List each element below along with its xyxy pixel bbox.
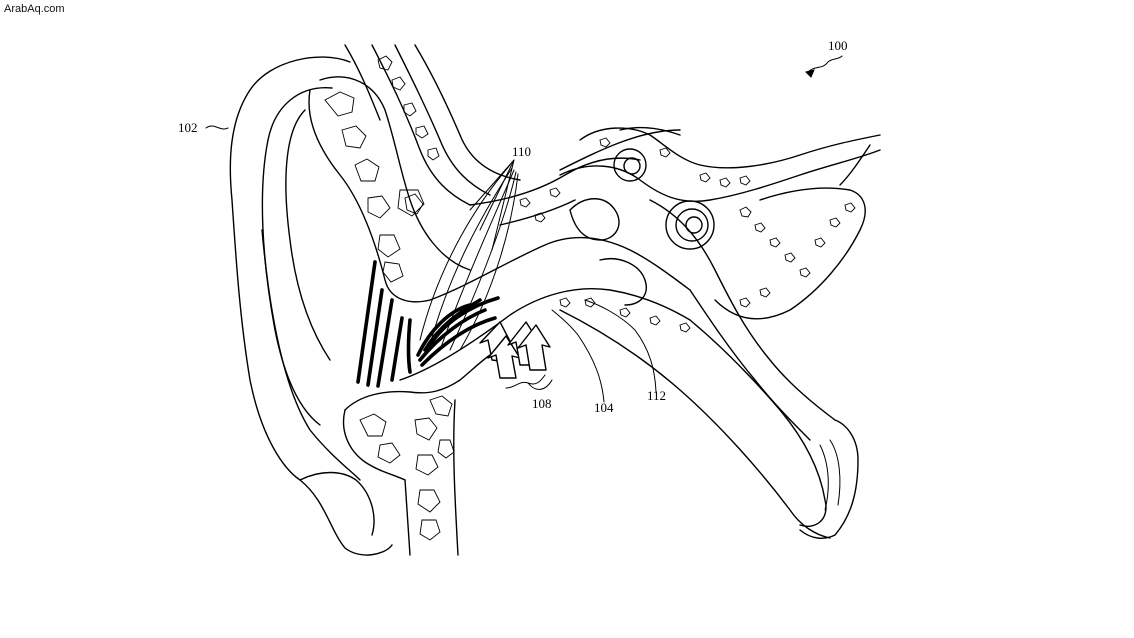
fibers-110 — [419, 164, 519, 351]
label-100: 100 — [828, 38, 848, 53]
skull-contours — [559, 126, 871, 186]
label-102: 102 — [178, 120, 198, 135]
lower-tissue — [342, 354, 491, 556]
label-112: 112 — [647, 388, 666, 403]
eustachian-tube — [559, 309, 859, 539]
middle-ear — [519, 127, 881, 441]
upper-tissue — [308, 44, 521, 303]
pinna — [229, 56, 393, 556]
label-110: 110 — [512, 144, 531, 159]
bold-fibers — [356, 260, 500, 388]
label-108: 108 — [532, 396, 552, 411]
arrows-108 — [479, 321, 551, 379]
leader-lines — [205, 55, 843, 403]
label-104: 104 — [594, 400, 614, 415]
labels: 100 102 110 108 104 112 — [178, 38, 848, 415]
watermark-text: ArabAq.com — [4, 3, 65, 15]
